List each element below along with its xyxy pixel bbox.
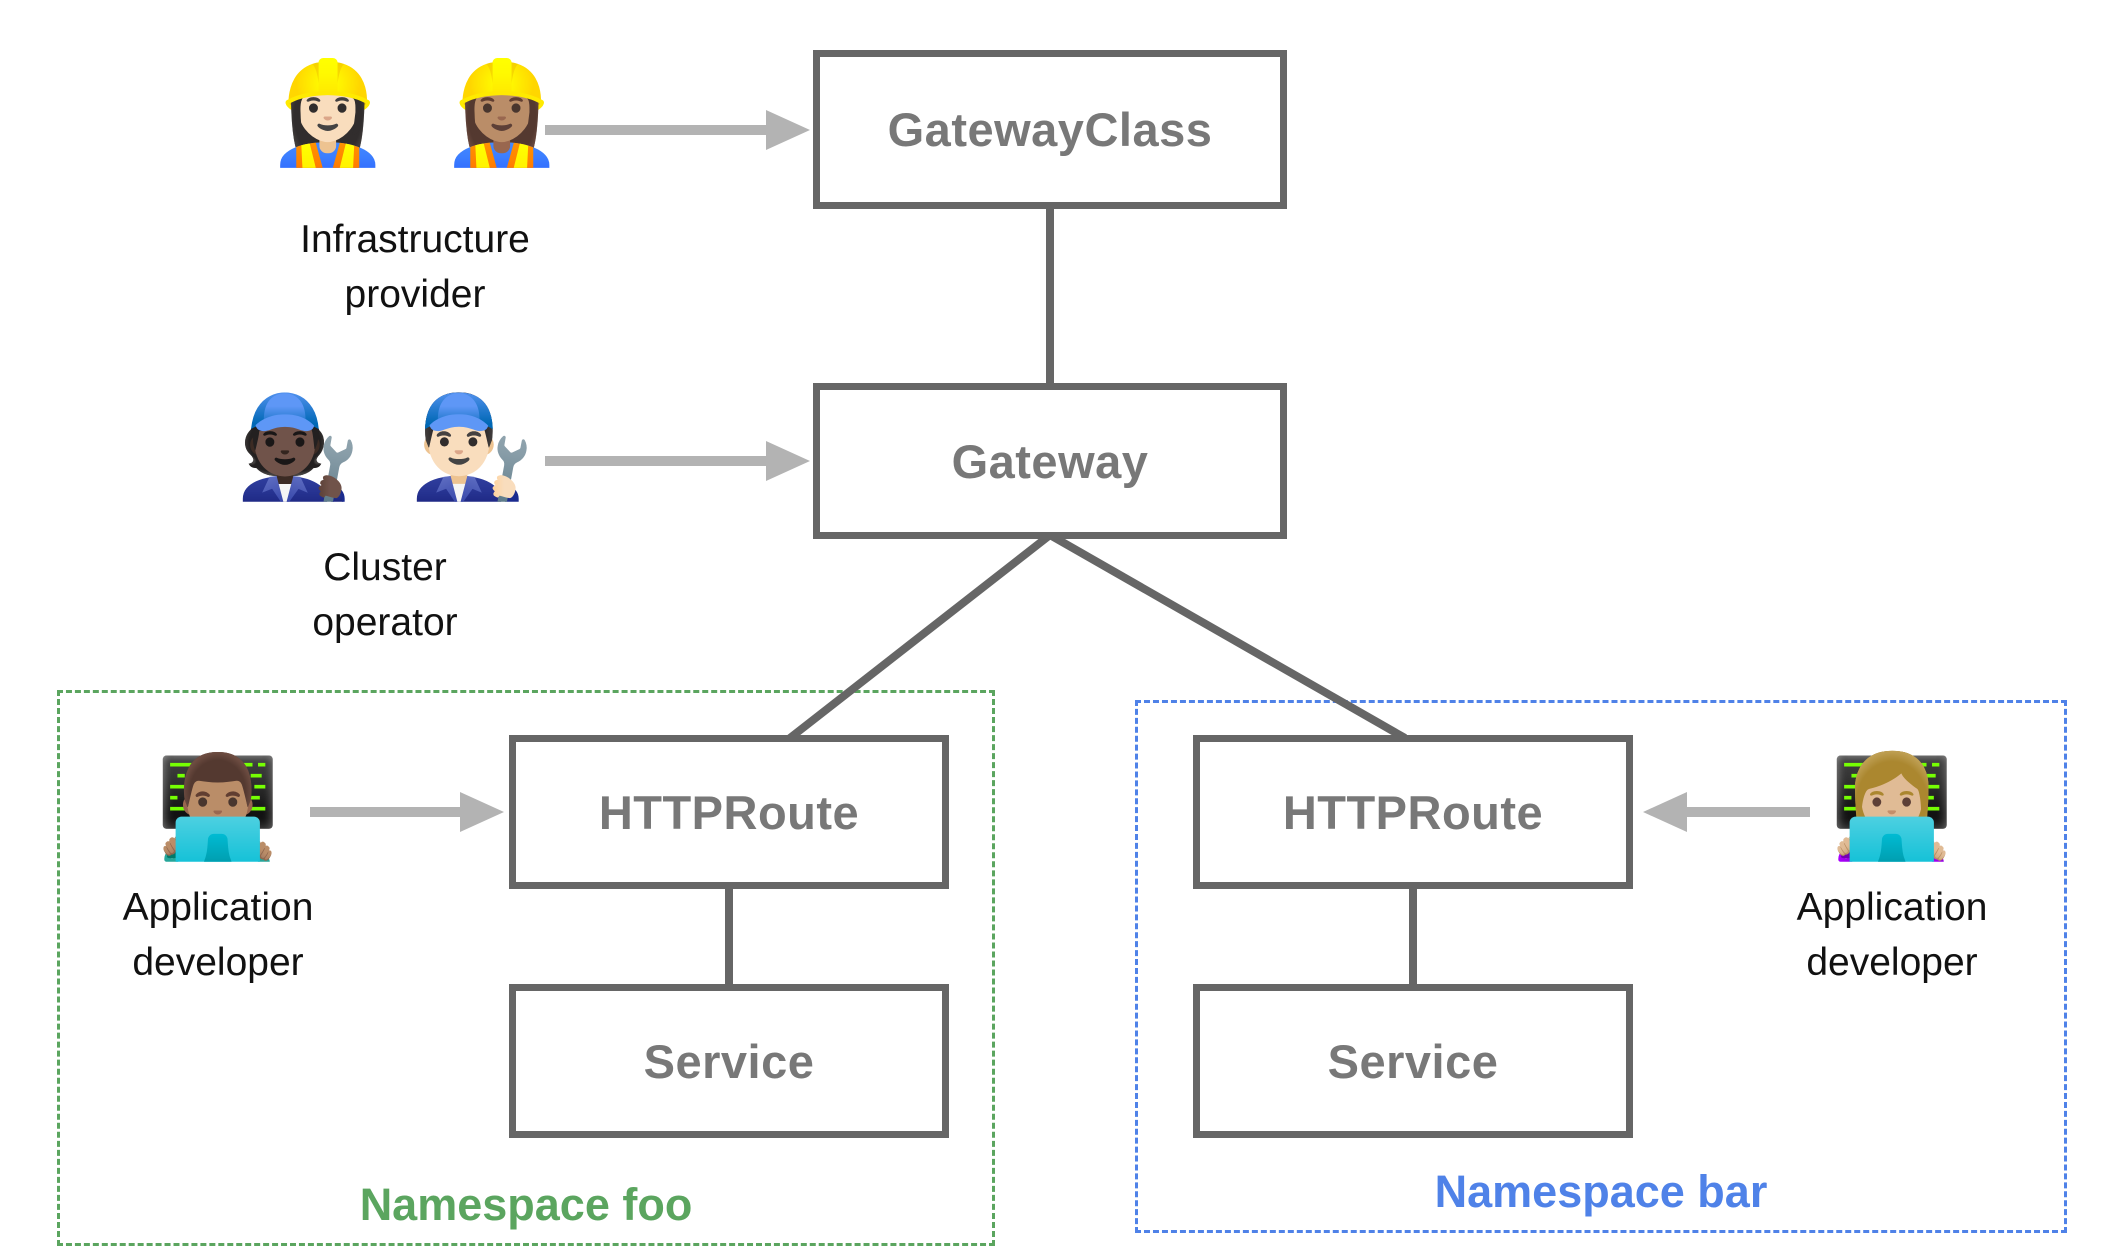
mechanic-people-icon: 🧑🏿‍🔧 👨🏻‍🔧	[235, 391, 535, 503]
infrastructure-provider-label: Infrastructure provider	[300, 218, 530, 317]
gateway-box: Gateway	[813, 383, 1287, 539]
namespace-foo-label: Namespace foo	[359, 1179, 693, 1230]
gatewayclass-label: GatewayClass	[887, 103, 1213, 156]
man-technologist-icon: 👨🏽‍💻	[155, 751, 281, 863]
namespace-foo-container: Namespace foo	[57, 690, 995, 1246]
service-foo-box: Service	[509, 984, 949, 1138]
namespace-bar-label: Namespace bar	[1434, 1166, 1768, 1217]
httproute-foo-label: HTTPRoute	[598, 785, 860, 839]
construction-worker-women-icon: 👷🏻‍♀️ 👷🏽‍♀️	[265, 57, 565, 169]
httproute-bar-box: HTTPRoute	[1193, 735, 1633, 889]
woman-technologist-icon: 👩🏼‍💻	[1829, 751, 1955, 863]
gatewayclass-box: GatewayClass	[813, 50, 1287, 209]
namespace-bar-container: Namespace bar	[1135, 700, 2067, 1233]
gateway-label: Gateway	[951, 434, 1149, 488]
service-bar-label: Service	[1327, 1034, 1499, 1088]
service-bar-box: Service	[1193, 984, 1633, 1138]
application-developer-bar-label: Application developer	[1796, 886, 1988, 985]
cluster-operator-label: Cluster operator	[312, 546, 458, 645]
httproute-foo-box: HTTPRoute	[509, 735, 949, 889]
arrowhead-cluster-operator	[766, 441, 810, 481]
service-foo-label: Service	[643, 1034, 815, 1088]
httproute-bar-label: HTTPRoute	[1282, 785, 1544, 839]
arrowhead-infrastructure-provider	[766, 110, 810, 150]
application-developer-foo-label: Application developer	[122, 886, 314, 985]
